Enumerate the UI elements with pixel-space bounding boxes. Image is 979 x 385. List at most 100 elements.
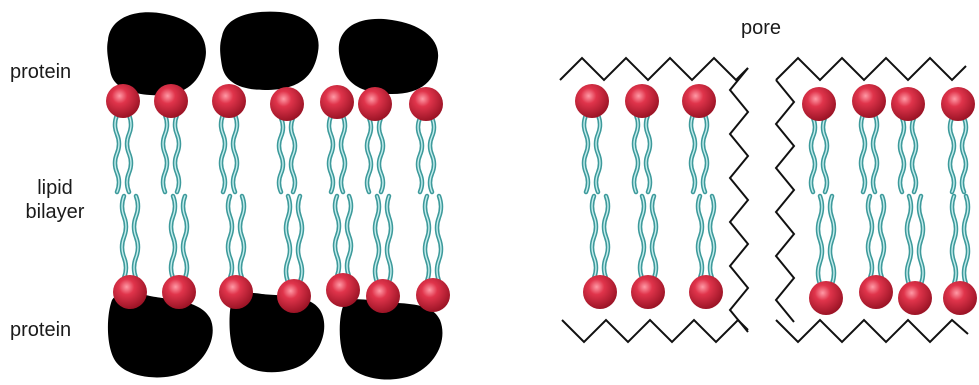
left-upper-lipid-2-tail-a-highlight xyxy=(220,114,226,193)
right-upper-lipid-6-head xyxy=(941,87,975,121)
left-upper-lipid-6-head xyxy=(409,87,443,121)
label-protein-bottom: protein xyxy=(10,319,72,341)
left-upper-lipid-2-tail-b-highlight xyxy=(232,114,238,193)
left-lower-lipid-3-tail-b-highlight xyxy=(297,195,303,283)
left-upper-lipid-4-tail-a-highlight xyxy=(328,115,334,193)
protein-blob-bottom-2 xyxy=(229,292,325,373)
left-lower-lipid-5-head xyxy=(366,279,400,313)
right-lower-lipid-5-tail-a-highlight xyxy=(906,195,912,285)
right-lower-lipid-3-tail-a-highlight xyxy=(817,195,823,285)
left-lower-lipid-6-head xyxy=(416,278,450,312)
left-upper-lipid-5-head xyxy=(358,87,392,121)
left-lower-lipid-1-tail-a-highlight xyxy=(170,195,176,279)
right-upper-lipid-3-head xyxy=(802,87,836,121)
right-lower-lipid-0-tail-b-highlight xyxy=(603,195,609,279)
left-lower-lipid-1-head xyxy=(162,275,196,309)
right-lower-lipid-4-tail-a-highlight xyxy=(867,195,873,279)
left-upper-lipid-5-tail-b-highlight xyxy=(378,117,384,193)
left-lower-lipid-3-tail-a-highlight xyxy=(285,195,291,283)
right-upper-lipid-6-tail-a-highlight xyxy=(949,117,955,193)
protein-blob-bottom-1 xyxy=(107,292,213,378)
left-upper-lipid-0-tail-a-highlight xyxy=(114,114,120,193)
right-upper-lipid-0-head xyxy=(575,84,609,118)
left-lower-lipid-2-head xyxy=(219,275,253,309)
right-upper-lipid-3-tail-b-highlight xyxy=(822,117,828,193)
right-upper-lipid-5-tail-a-highlight xyxy=(899,117,905,193)
right-lower-lipid-5-tail-b-highlight xyxy=(918,195,924,285)
right-lower-lipid-6-tail-b-highlight xyxy=(963,195,969,285)
right-lower-lipid-0-tail-a-highlight xyxy=(591,195,597,279)
right-lower-lipid-1-head xyxy=(631,275,665,309)
left-upper-lipid-0-tail-b-highlight xyxy=(126,114,132,193)
right-lower-lipid-1-tail-a-highlight xyxy=(639,195,645,279)
right-upper-lipid-4-tail-a-highlight xyxy=(860,114,866,193)
left-upper-lipid-3-head xyxy=(270,87,304,121)
right-upper-lipid-2-tail-a-highlight xyxy=(690,114,696,193)
left-upper-lipid-4-tail-b-highlight xyxy=(340,115,346,193)
right-upper-lipid-4-head xyxy=(852,84,886,118)
right-lower-lipid-3-tail-b-highlight xyxy=(829,195,835,285)
protein-blob-top-1 xyxy=(107,12,206,96)
left-upper-lipid-3-tail-a-highlight xyxy=(278,117,284,193)
right-upper-lipid-1-head xyxy=(625,84,659,118)
left-lower-lipid-4-head xyxy=(326,273,360,307)
left-upper-lipid-4-head xyxy=(320,85,354,119)
proteins-group xyxy=(107,11,443,380)
left-upper-lipid-5-tail-a-highlight xyxy=(366,117,372,193)
left-upper-lipid-2-head xyxy=(212,84,246,118)
right-upper-lipid-2-head xyxy=(682,84,716,118)
protein-blob-top-2 xyxy=(220,11,319,90)
right-upper-lipid-0-tail-b-highlight xyxy=(595,114,601,193)
left-lower-lipid-5-tail-b-highlight xyxy=(386,195,392,283)
protein-blob-top-3 xyxy=(338,18,439,95)
right-lower-lipid-3-head xyxy=(809,281,843,315)
right-lower-lipid-2-head xyxy=(689,275,723,309)
pore-bottom-left-zigzag xyxy=(561,318,749,344)
left-upper-lipid-6-tail-a-highlight xyxy=(417,117,423,193)
pore-outline-group xyxy=(559,56,969,344)
label-lipid: lipid xyxy=(37,177,73,199)
right-lower-lipid-4-tail-b-highlight xyxy=(879,195,885,279)
label-bilayer: bilayer xyxy=(25,201,85,223)
right-upper-lipid-0-tail-a-highlight xyxy=(583,114,589,193)
left-lower-lipid-3-head xyxy=(277,279,311,313)
left-lower-lipid-2-tail-a-highlight xyxy=(227,195,233,279)
left-lower-lipid-2-tail-b-highlight xyxy=(239,195,245,279)
right-upper-lipid-1-tail-a-highlight xyxy=(633,114,639,193)
right-upper-lipid-5-tail-b-highlight xyxy=(911,117,917,193)
right-lower-lipid-5-head xyxy=(898,281,932,315)
pore-top-left-zigzag xyxy=(559,56,749,82)
right-lower-lipid-2-tail-b-highlight xyxy=(709,195,715,279)
right-upper-lipid-5-head xyxy=(891,87,925,121)
left-lower-lipid-0-tail-b-highlight xyxy=(133,195,139,279)
left-upper-lipid-6-tail-b-highlight xyxy=(429,117,435,193)
right-upper-lipid-3-tail-a-highlight xyxy=(810,117,816,193)
right-upper-lipid-4-tail-b-highlight xyxy=(872,114,878,193)
left-upper-lipid-3-tail-b-highlight xyxy=(290,117,296,193)
left-lower-lipid-0-tail-a-highlight xyxy=(121,195,127,279)
pore-left-wall-zigzag xyxy=(728,67,750,333)
left-upper-lipid-1-tail-a-highlight xyxy=(162,114,168,193)
right-lower-lipid-4-head xyxy=(859,275,893,309)
right-upper-lipid-6-tail-b-highlight xyxy=(961,117,967,193)
pore-bottom-right-zigzag xyxy=(775,318,969,344)
right-lower-lipid-6-head xyxy=(943,281,977,315)
right-lower-lipid-1-tail-b-highlight xyxy=(651,195,657,279)
label-pore: pore xyxy=(741,17,782,39)
left-lower-lipid-6-tail-b-highlight xyxy=(436,195,442,282)
left-lower-lipid-4-tail-b-highlight xyxy=(346,195,352,277)
left-lower-lipid-6-tail-a-highlight xyxy=(424,195,430,282)
lipids-group xyxy=(106,84,977,315)
pore-top-right-zigzag xyxy=(775,56,967,82)
right-upper-lipid-2-tail-b-highlight xyxy=(702,114,708,193)
left-upper-lipid-1-head xyxy=(154,84,188,118)
label-protein-top: protein xyxy=(10,61,72,83)
left-lower-lipid-5-tail-a-highlight xyxy=(374,195,380,283)
protein-blob-bottom-3 xyxy=(339,299,443,380)
left-upper-lipid-1-tail-b-highlight xyxy=(174,114,180,193)
left-upper-lipid-0-head xyxy=(106,84,140,118)
left-lower-lipid-4-tail-a-highlight xyxy=(334,195,340,277)
right-lower-lipid-2-tail-a-highlight xyxy=(697,195,703,279)
